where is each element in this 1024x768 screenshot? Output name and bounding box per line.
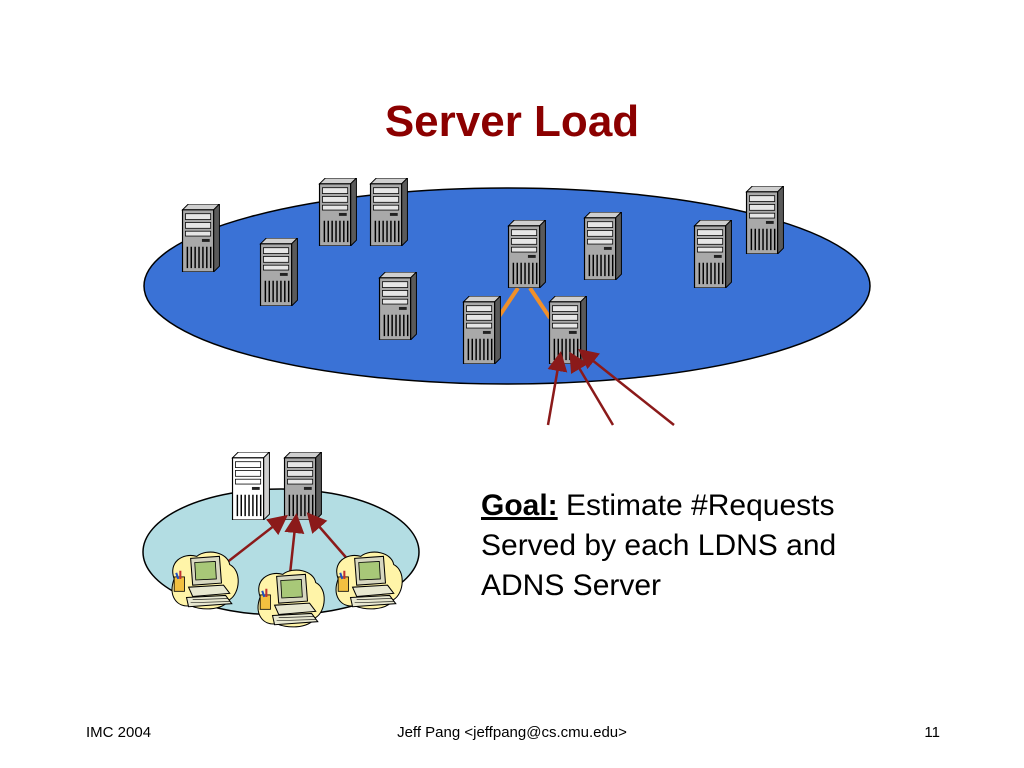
client-computer-icon [171,551,240,610]
server-icon [548,296,587,364]
server-icon [181,204,220,272]
footer-author: Jeff Pang <jeffpang@cs.cmu.edu> [397,724,627,741]
server-icon [369,178,408,246]
link-line [528,286,552,320]
goal-statement: Goal: Estimate #Requests Served by each … [481,486,901,606]
link-line [496,286,520,320]
client-computer-icon [335,551,404,610]
server-icon [583,212,622,280]
server-icon [507,220,546,288]
client-computer-icon [257,569,326,628]
request-arrow [578,348,675,426]
server-icon [693,220,732,288]
server-icon [231,452,270,520]
server-icon [378,272,417,340]
footer-page-number: 11 [924,724,940,741]
footer-conference: IMC 2004 [86,724,152,741]
server-icon [283,452,322,520]
server-icon [745,186,784,254]
goal-label: Goal: [481,489,558,522]
server-icon [259,238,298,306]
request-arrow [546,351,568,426]
goal-text: Estimate #Requests Served by each LDNS a… [481,489,837,602]
slide-title: Server Load [384,97,640,146]
server-icon [462,296,501,364]
request-arrow [306,512,351,563]
request-arrow [284,513,305,575]
server-icon [318,178,357,246]
